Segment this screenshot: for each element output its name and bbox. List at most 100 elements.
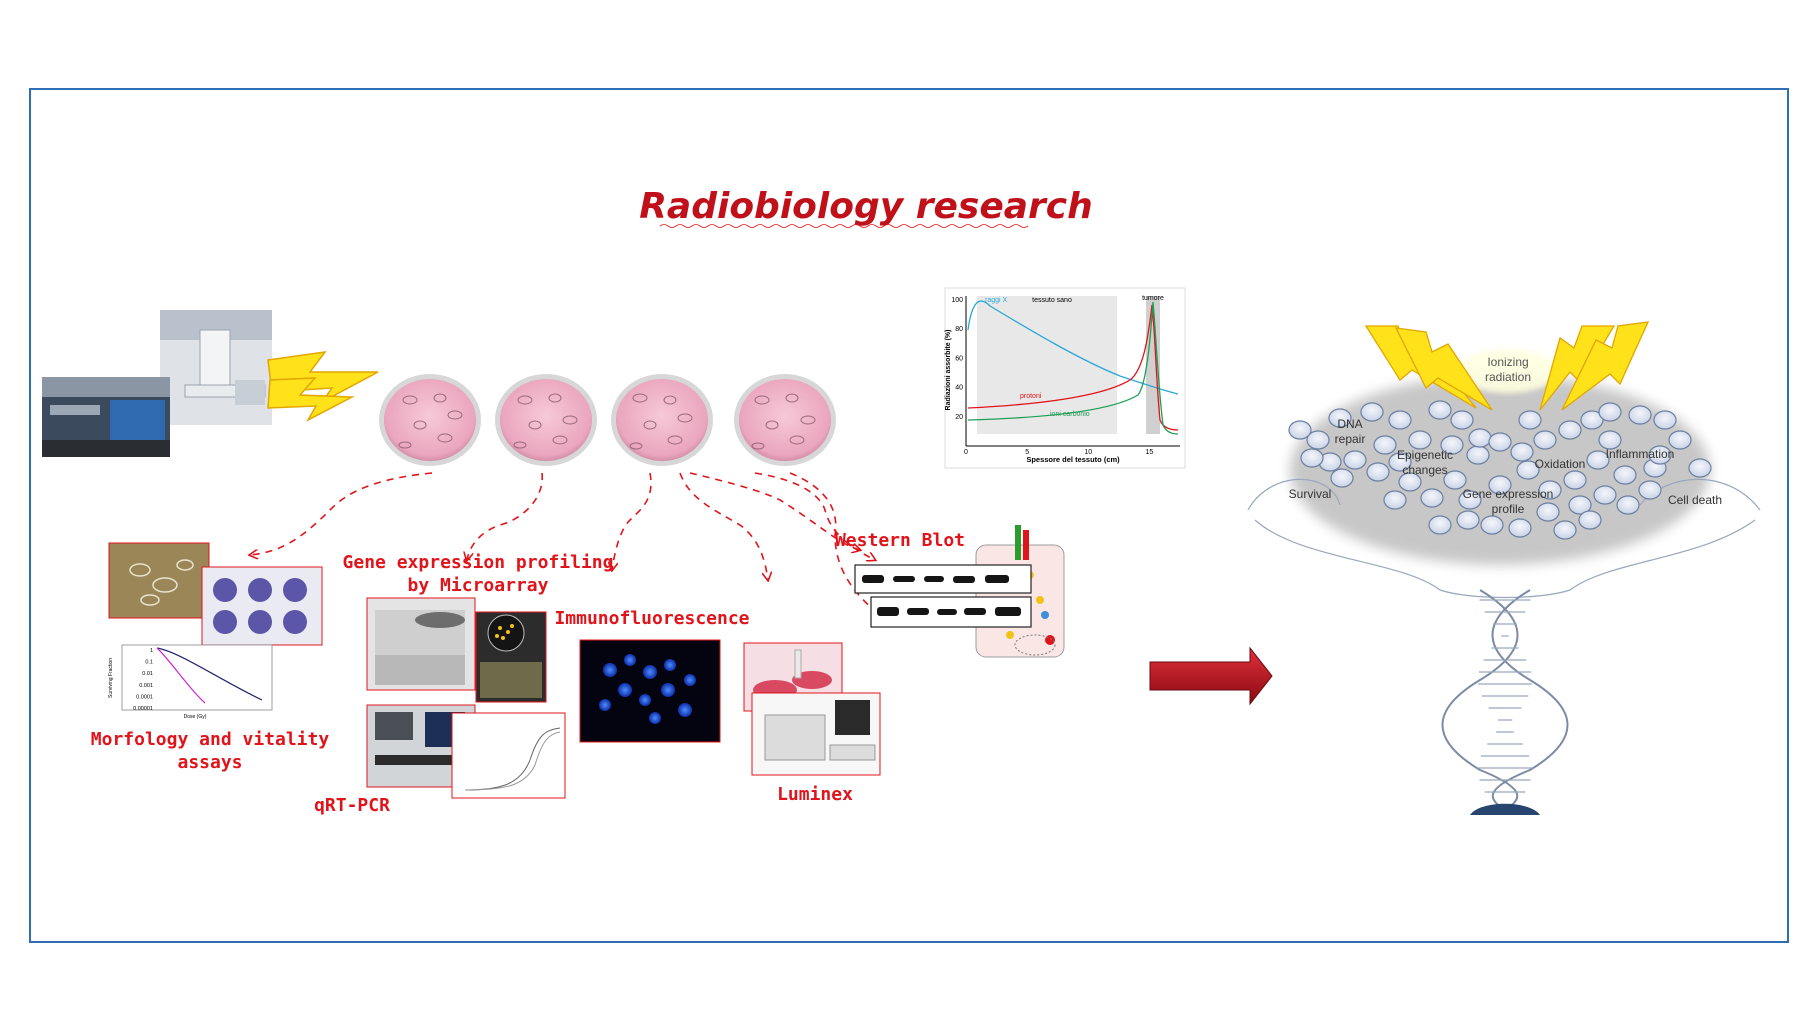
dose-chart-y-tick: 20 [955, 414, 963, 421]
dose-chart-x-label: Spessore del tessuto (cm) [1026, 455, 1120, 464]
cell-node [1616, 495, 1640, 515]
tumor-region [1146, 296, 1160, 434]
survival-plot-y-tick: 0.001 [139, 683, 153, 689]
cell-node [1628, 405, 1652, 425]
cell-node [1468, 428, 1492, 448]
immunofluorescence-photo [579, 639, 721, 743]
survival-plot-y-tick: 1 [150, 648, 153, 654]
series-line-protons [967, 304, 1179, 431]
survival-plot-y-tick: 0.00001 [133, 706, 153, 712]
label-dna-repair-line2: repair [1335, 432, 1366, 446]
dose-chart-series-carbon: ioni carbonio [1050, 411, 1090, 418]
figure-title: Radiobiology research [639, 186, 1093, 227]
cell-node [1578, 510, 1602, 530]
label-qrtpcr: qRT-PCR [314, 795, 390, 816]
cell-node [1563, 470, 1587, 490]
cell-node [1553, 520, 1577, 540]
label-inflammation: Inflammation [1606, 447, 1675, 461]
result-arrow-icon [1149, 646, 1273, 706]
branch-right-lower [1569, 519, 1756, 591]
cell-node [1330, 468, 1354, 488]
dashed-arrow-to-morphology [250, 472, 433, 555]
branch-left-lower [1254, 519, 1441, 591]
cell-node [1288, 420, 1312, 440]
cell-node [1598, 430, 1622, 450]
microarray-scanner-photo [366, 597, 476, 691]
cell-node [1420, 488, 1444, 508]
label-gene-expression-line1: Gene expression [1463, 487, 1554, 501]
dna-helix-icon [1441, 589, 1569, 811]
tree-base [1470, 803, 1540, 815]
cell-node [1398, 472, 1422, 492]
label-ionizing-line2: radiation [1485, 370, 1531, 384]
cell-node [1516, 460, 1540, 480]
dashed-arrow-to-western-bottom [789, 472, 880, 615]
dose-chart-y-tick: 80 [955, 326, 963, 333]
healthy-tissue-region [977, 296, 1117, 434]
cell-node [1488, 475, 1512, 495]
cell-node [1568, 495, 1592, 515]
ionizing-glow [1458, 349, 1558, 393]
cell-node [1466, 445, 1490, 465]
dose-chart-y-label: Radiazioni assorbite (%) [945, 330, 952, 411]
dashed-arrow-to-western-mid [754, 472, 875, 560]
cell-node [1383, 490, 1407, 510]
pcr-curve-plot [451, 712, 566, 799]
branch-left [1247, 478, 1341, 511]
dose-chart-x-tick: 0 [964, 449, 968, 456]
dose-chart-series-xray: raggi X [985, 297, 1008, 304]
label-cell-death: Cell death [1668, 493, 1722, 507]
dashed-arrow-to-microarray [467, 472, 543, 560]
cell-node [1688, 458, 1712, 478]
microarray-chip-photo [475, 611, 547, 703]
trunk-top [1439, 589, 1571, 599]
cell-node [1508, 518, 1532, 538]
dashed-arrow-to-immuno [612, 472, 652, 570]
cell-node [1580, 410, 1604, 430]
petri-dish [611, 374, 713, 466]
label-oxidation: Oxidation [1535, 457, 1586, 471]
survival-plot-y-tick: 0.1 [145, 660, 153, 666]
cell-node [1360, 402, 1384, 422]
cell-node [1586, 450, 1610, 470]
cell-node [1408, 430, 1432, 450]
radiation-effects-tree: Ionizing radiation Survival DNA repair E… [1247, 321, 1761, 815]
cell-node [1538, 480, 1562, 500]
cell-node [1598, 402, 1622, 422]
cell-node [1456, 510, 1480, 530]
series-line-carbon [967, 301, 1179, 435]
dashed-arrow-to-luminex [679, 472, 768, 580]
series-line-xray [967, 300, 1179, 395]
survival-plot-y-tick: 0.01 [142, 671, 153, 677]
cell-node [1518, 410, 1542, 430]
cell-node [1558, 420, 1582, 440]
label-morphology-line1: Morfology and vitality [91, 729, 330, 750]
survival-plot [121, 644, 273, 711]
cell-node [1443, 470, 1467, 490]
petri-dish [495, 374, 597, 466]
cell-node [1613, 465, 1637, 485]
cell-node [1533, 430, 1557, 450]
cell-microscopy-photo [108, 542, 210, 619]
cell-node [1366, 462, 1390, 482]
cell-node [1328, 408, 1352, 428]
dose-chart-region-healthy: tessuto sano [1032, 297, 1072, 304]
cell-node [1373, 435, 1397, 455]
cell-node [1450, 410, 1474, 430]
cell-node [1480, 515, 1504, 535]
label-immunofluorescence: Immunofluorescence [554, 608, 749, 629]
survival-curve-dark [156, 647, 263, 701]
dose-chart-x-tick: 10 [1084, 449, 1092, 456]
cell-node [1653, 410, 1677, 430]
label-microarray-line2: by Microarray [408, 575, 549, 596]
dose-chart-y-tick: 40 [955, 385, 963, 392]
dose-chart-x-tick: 5 [1025, 449, 1029, 456]
cell-node [1428, 515, 1452, 535]
luminex-instrument-photo [751, 692, 881, 776]
dashed-arrow-to-western-top [689, 472, 860, 550]
dose-chart-x-tick: 15 [1146, 449, 1154, 456]
cell-node [1648, 445, 1672, 465]
survival-curve-magenta [156, 647, 206, 704]
